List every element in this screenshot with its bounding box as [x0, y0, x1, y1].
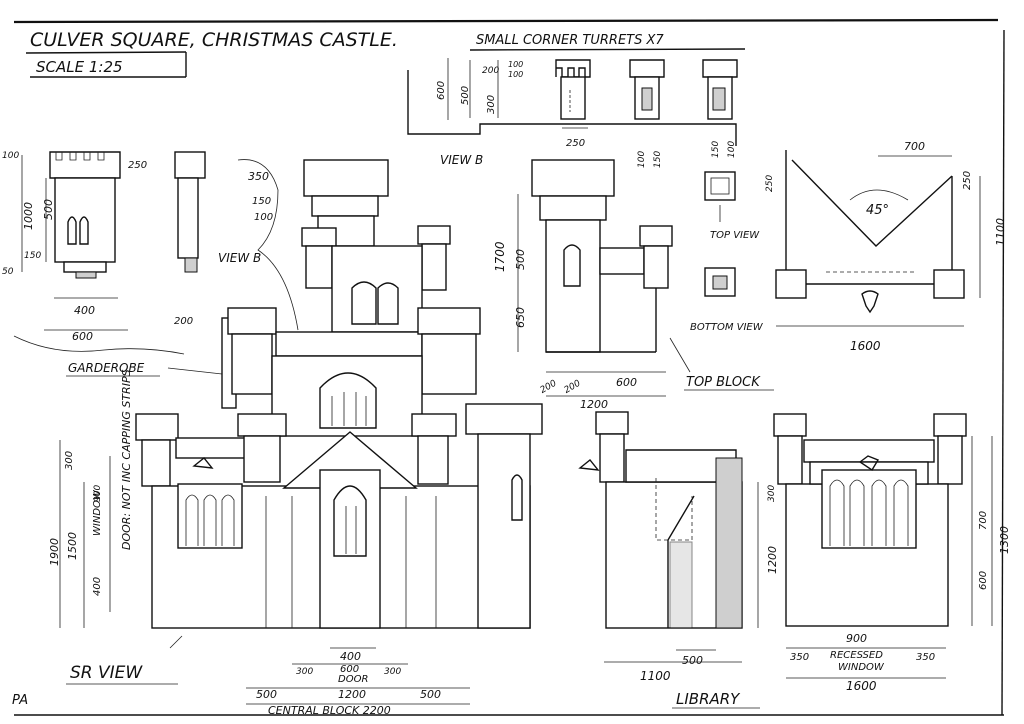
main-dim-350: 350 — [248, 170, 269, 183]
turrets-heading: SMALL CORNER TURRETS X7 — [476, 33, 664, 48]
sr-dim-1500: 1500 — [66, 532, 79, 560]
garderobe-dim-250: 250 — [128, 160, 147, 171]
library-gargoyle-icon — [578, 459, 600, 471]
top-border — [13, 18, 999, 24]
library-dim-350b: 350 — [916, 652, 935, 663]
turret-dim-100b: 100 — [508, 70, 523, 79]
sr-dim-300: 300 — [64, 451, 75, 470]
sr-view-group: DOOR: NOT INC CAPPING STRIPS 1900 300 15… — [12, 369, 543, 717]
library-front-group: 700 600 1300 900 350 350 RECESSED WINDOW… — [773, 413, 1011, 693]
drawing-title: CULVER SQUARE, CHRISTMAS CASTLE. — [30, 29, 398, 51]
turret-width-250: 250 — [566, 138, 585, 149]
sr-door-label: DOOR — [338, 674, 368, 685]
sr-side-note: DOOR: NOT INC CAPPING STRIPS — [120, 369, 133, 550]
right-border — [1001, 29, 1005, 716]
turret-dim-150v2: 150 — [711, 141, 721, 158]
signature: PA — [12, 693, 28, 708]
sr-dim-500b: 500 — [420, 688, 441, 701]
plan-angle: 45° — [866, 203, 889, 218]
sr-window-label: WINDOW — [92, 489, 103, 536]
turret-dim-300: 300 — [486, 95, 497, 114]
garderobe-dim-500: 500 — [42, 199, 55, 220]
turret-dim-500: 500 — [460, 86, 471, 105]
sr-dim-400: 400 — [92, 577, 103, 596]
library-side-group: 300 1200 500 1100 LIBRARY — [578, 411, 779, 709]
garderobe-dim-50: 50 — [2, 267, 14, 277]
top-block-dim-500: 500 — [514, 249, 527, 270]
garderobe-dim-1000: 1000 — [22, 202, 35, 230]
view-b-right-label: VIEW B — [440, 153, 483, 167]
sr-dim-1900: 1900 — [48, 538, 61, 566]
garderobe-group: 100 1000 500 150 50 250 400 600 200 GARD… — [2, 151, 223, 377]
small-turrets-group: SMALL CORNER TURRETS X7 600 500 300 200 … — [407, 33, 775, 333]
bottom-view-label: BOTTOM VIEW — [690, 322, 764, 333]
scale-label: SCALE 1:25 — [36, 58, 123, 76]
sr-dim-500a: 500 — [256, 688, 277, 701]
library-dim-500: 500 — [682, 654, 703, 667]
library-dim-1100: 1100 — [640, 669, 671, 683]
sr-dim-1200: 1200 — [338, 688, 366, 701]
sr-dim-w400: 400 — [340, 650, 361, 663]
garderobe-label: GARDEROBE — [68, 361, 145, 375]
garderobe-dim-600: 600 — [72, 330, 93, 343]
main-dim-100: 100 — [254, 212, 273, 223]
top-block-dim-200b: 200 — [563, 378, 583, 395]
plan-dim-1100: 1100 — [994, 218, 1007, 246]
gargoyle-icon — [192, 457, 214, 469]
turret-dim-100v: 100 — [637, 151, 647, 168]
sr-view-label: SR VIEW — [70, 663, 143, 683]
turret-dim-100v2: 100 — [727, 141, 737, 158]
library-label: LIBRARY — [676, 690, 741, 708]
library-recessed: RECESSED — [830, 650, 883, 661]
plan-figure-icon — [861, 290, 879, 314]
top-block-label: TOP BLOCK — [686, 375, 761, 390]
sr-dim-w300a: 300 — [296, 667, 313, 677]
garderobe-dim-200: 200 — [174, 316, 193, 327]
library-dim-1600: 1600 — [846, 679, 877, 693]
turret-dim-250b: 250 — [765, 175, 775, 192]
library-dim-900: 900 — [846, 632, 867, 645]
plan-view-group: 700 45° 250 1100 1600 — [775, 140, 1007, 353]
sr-dim-w300b: 300 — [384, 667, 401, 677]
central-block-label: CENTRAL BLOCK 2200 — [268, 704, 391, 717]
library-dim-1200: 1200 — [766, 546, 779, 574]
sr-dim-900: 900 — [93, 485, 103, 502]
library-window: WINDOW — [838, 662, 885, 673]
library-dim-700: 700 — [978, 511, 989, 530]
top-view-label: TOP VIEW — [710, 230, 760, 241]
plan-dim-1600: 1600 — [850, 339, 881, 353]
library-dim-300: 300 — [767, 485, 777, 502]
turret-dim-150v: 150 — [653, 151, 663, 168]
top-block-dim-650: 650 — [514, 307, 527, 328]
top-block-dim-200a: 200 — [539, 378, 559, 395]
top-block-dim-600: 600 — [616, 376, 637, 389]
plan-dim-700: 700 — [904, 140, 925, 153]
library-crest-icon — [858, 455, 880, 471]
sr-dim-w600: 600 — [340, 664, 359, 675]
turret-dim-600: 600 — [436, 81, 447, 100]
plan-dim-250: 250 — [962, 171, 973, 190]
library-dim-600: 600 — [978, 571, 989, 590]
garderobe-dim-400: 400 — [74, 304, 95, 317]
garderobe-dim-150: 150 — [24, 251, 41, 261]
garderobe-dim-100: 100 — [2, 151, 19, 161]
view-b-left-label: VIEW B — [218, 251, 261, 265]
library-dim-1300: 1300 — [998, 526, 1011, 554]
library-dim-350a: 350 — [790, 652, 809, 663]
top-block-dim-1700: 1700 — [493, 241, 507, 272]
turret-dim-200: 200 — [482, 66, 499, 76]
turret-dim-100a: 100 — [508, 60, 523, 69]
top-block-dim-1200: 1200 — [580, 398, 608, 411]
main-dim-150: 150 — [252, 196, 271, 207]
main-elevation: 350 150 100 VIEW B VIEW B — [218, 153, 483, 437]
